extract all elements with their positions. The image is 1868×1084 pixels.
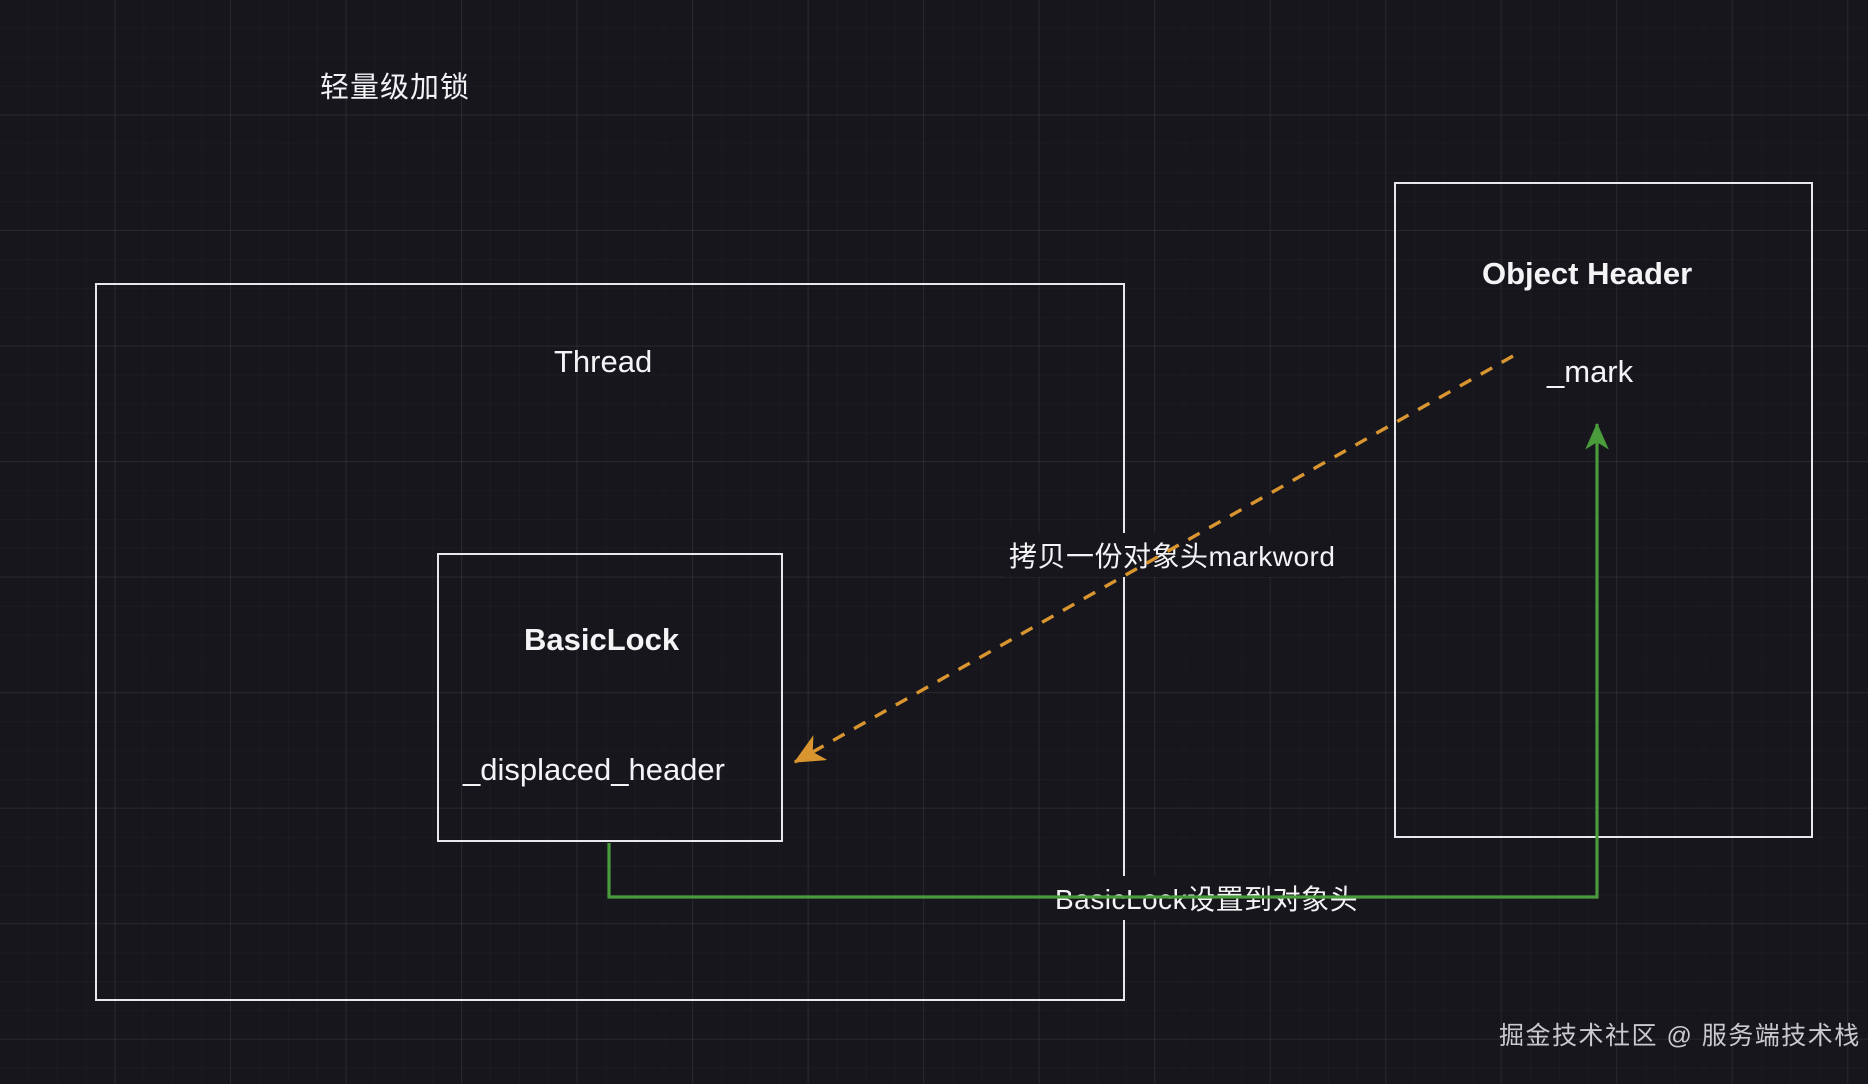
basiclock-displaced-header-field: _displaced_header [463, 752, 725, 787]
watermark: 掘金技术社区 @ 服务端技术栈 [1499, 1022, 1861, 1050]
object-header-mark-field: _mark [1547, 354, 1634, 389]
copy-markword-label: 拷贝一份对象头markword [1005, 533, 1340, 577]
set-basiclock-label: BasicLock设置到对象头 [1051, 876, 1363, 920]
basiclock-box-title: BasicLock [524, 622, 680, 657]
basiclock-box [437, 553, 783, 842]
object-header-box-title: Object Header [1482, 256, 1693, 291]
page-title: 轻量级加锁 [320, 72, 471, 104]
thread-box-label: Thread [554, 344, 653, 379]
